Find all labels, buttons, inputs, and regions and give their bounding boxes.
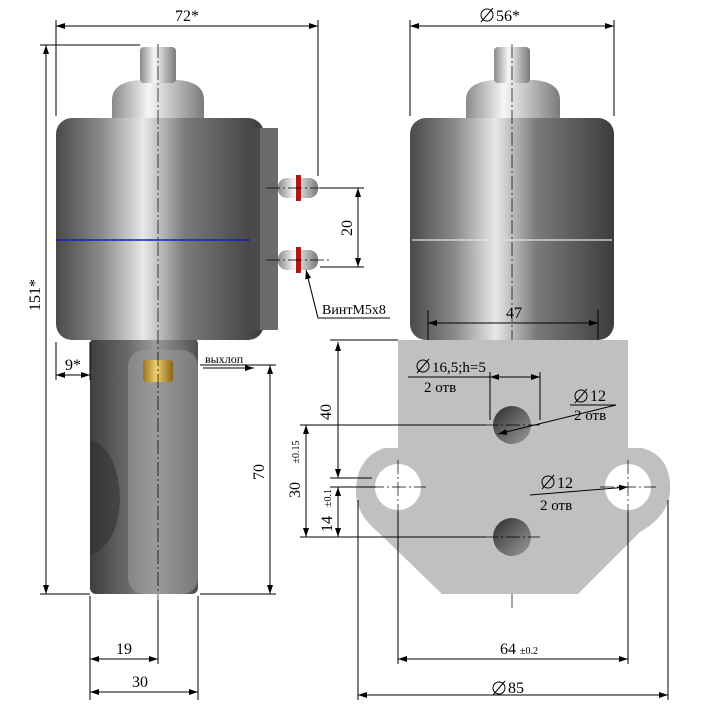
diameter-symbol-16-5 — [416, 358, 430, 374]
dim-30-flange-tol: ±0.15 — [291, 441, 302, 464]
front-view: 56* 47 — [409, 7, 615, 610]
side-coil-housing — [56, 118, 264, 340]
dim-14-tol: ±0.1 — [323, 489, 334, 507]
dim-30-flange-text: 30 — [287, 482, 304, 498]
dim-20-text: 20 — [339, 220, 356, 236]
dim-64-text: 64 — [500, 641, 516, 658]
exhaust-label: выхлоп — [205, 352, 244, 366]
diameter-symbol-85 — [492, 680, 506, 696]
front-stem — [494, 47, 530, 83]
dim-47-text: 47 — [506, 305, 522, 322]
diameter-symbol-12-side — [541, 474, 555, 490]
dim-12-center-text: 12 — [590, 388, 606, 405]
dim-70-text: 70 — [251, 464, 268, 480]
flange-view: 16,5;h=5 2 отв 12 2 отв 40 30 ±0.15 14 ±… — [287, 339, 671, 700]
dim-12-center-qty: 2 отв — [574, 408, 606, 424]
dim-12-side-text: 12 — [557, 475, 573, 492]
dim-64-tol: ±0.2 — [520, 646, 538, 657]
dim-40-text: 40 — [318, 404, 335, 420]
flange-plate — [356, 340, 671, 594]
dim-151-text: 151* — [27, 279, 44, 311]
dim-9-text: 9* — [65, 357, 81, 374]
dim-14-text: 14 — [319, 516, 336, 532]
dim-12-side-qty: 2 отв — [540, 498, 572, 514]
dim-56-text: 56* — [496, 8, 520, 25]
dim-16-5-text: 16,5;h=5 — [432, 360, 486, 376]
screw-label: ВинтМ5х8 — [322, 303, 386, 318]
diameter-symbol-56 — [480, 7, 494, 23]
terminal-plate-edge — [250, 128, 260, 330]
side-view: 72* 151* 20 ВинтМ5х8 9* выхлоп 70 1 — [27, 8, 390, 700]
dim-72-text: 72* — [175, 8, 199, 25]
front-cap — [466, 80, 560, 118]
dim-85-text: 85 — [508, 680, 524, 697]
dim-19-text: 19 — [116, 641, 132, 658]
diameter-symbol-12-center — [574, 388, 588, 404]
dim-30-bottom-text: 30 — [132, 674, 148, 691]
side-inner-channel — [128, 350, 198, 594]
dim-16-5-qty: 2 отв — [424, 380, 456, 396]
side-lower-bulge — [90, 440, 120, 555]
side-stem — [140, 47, 176, 83]
